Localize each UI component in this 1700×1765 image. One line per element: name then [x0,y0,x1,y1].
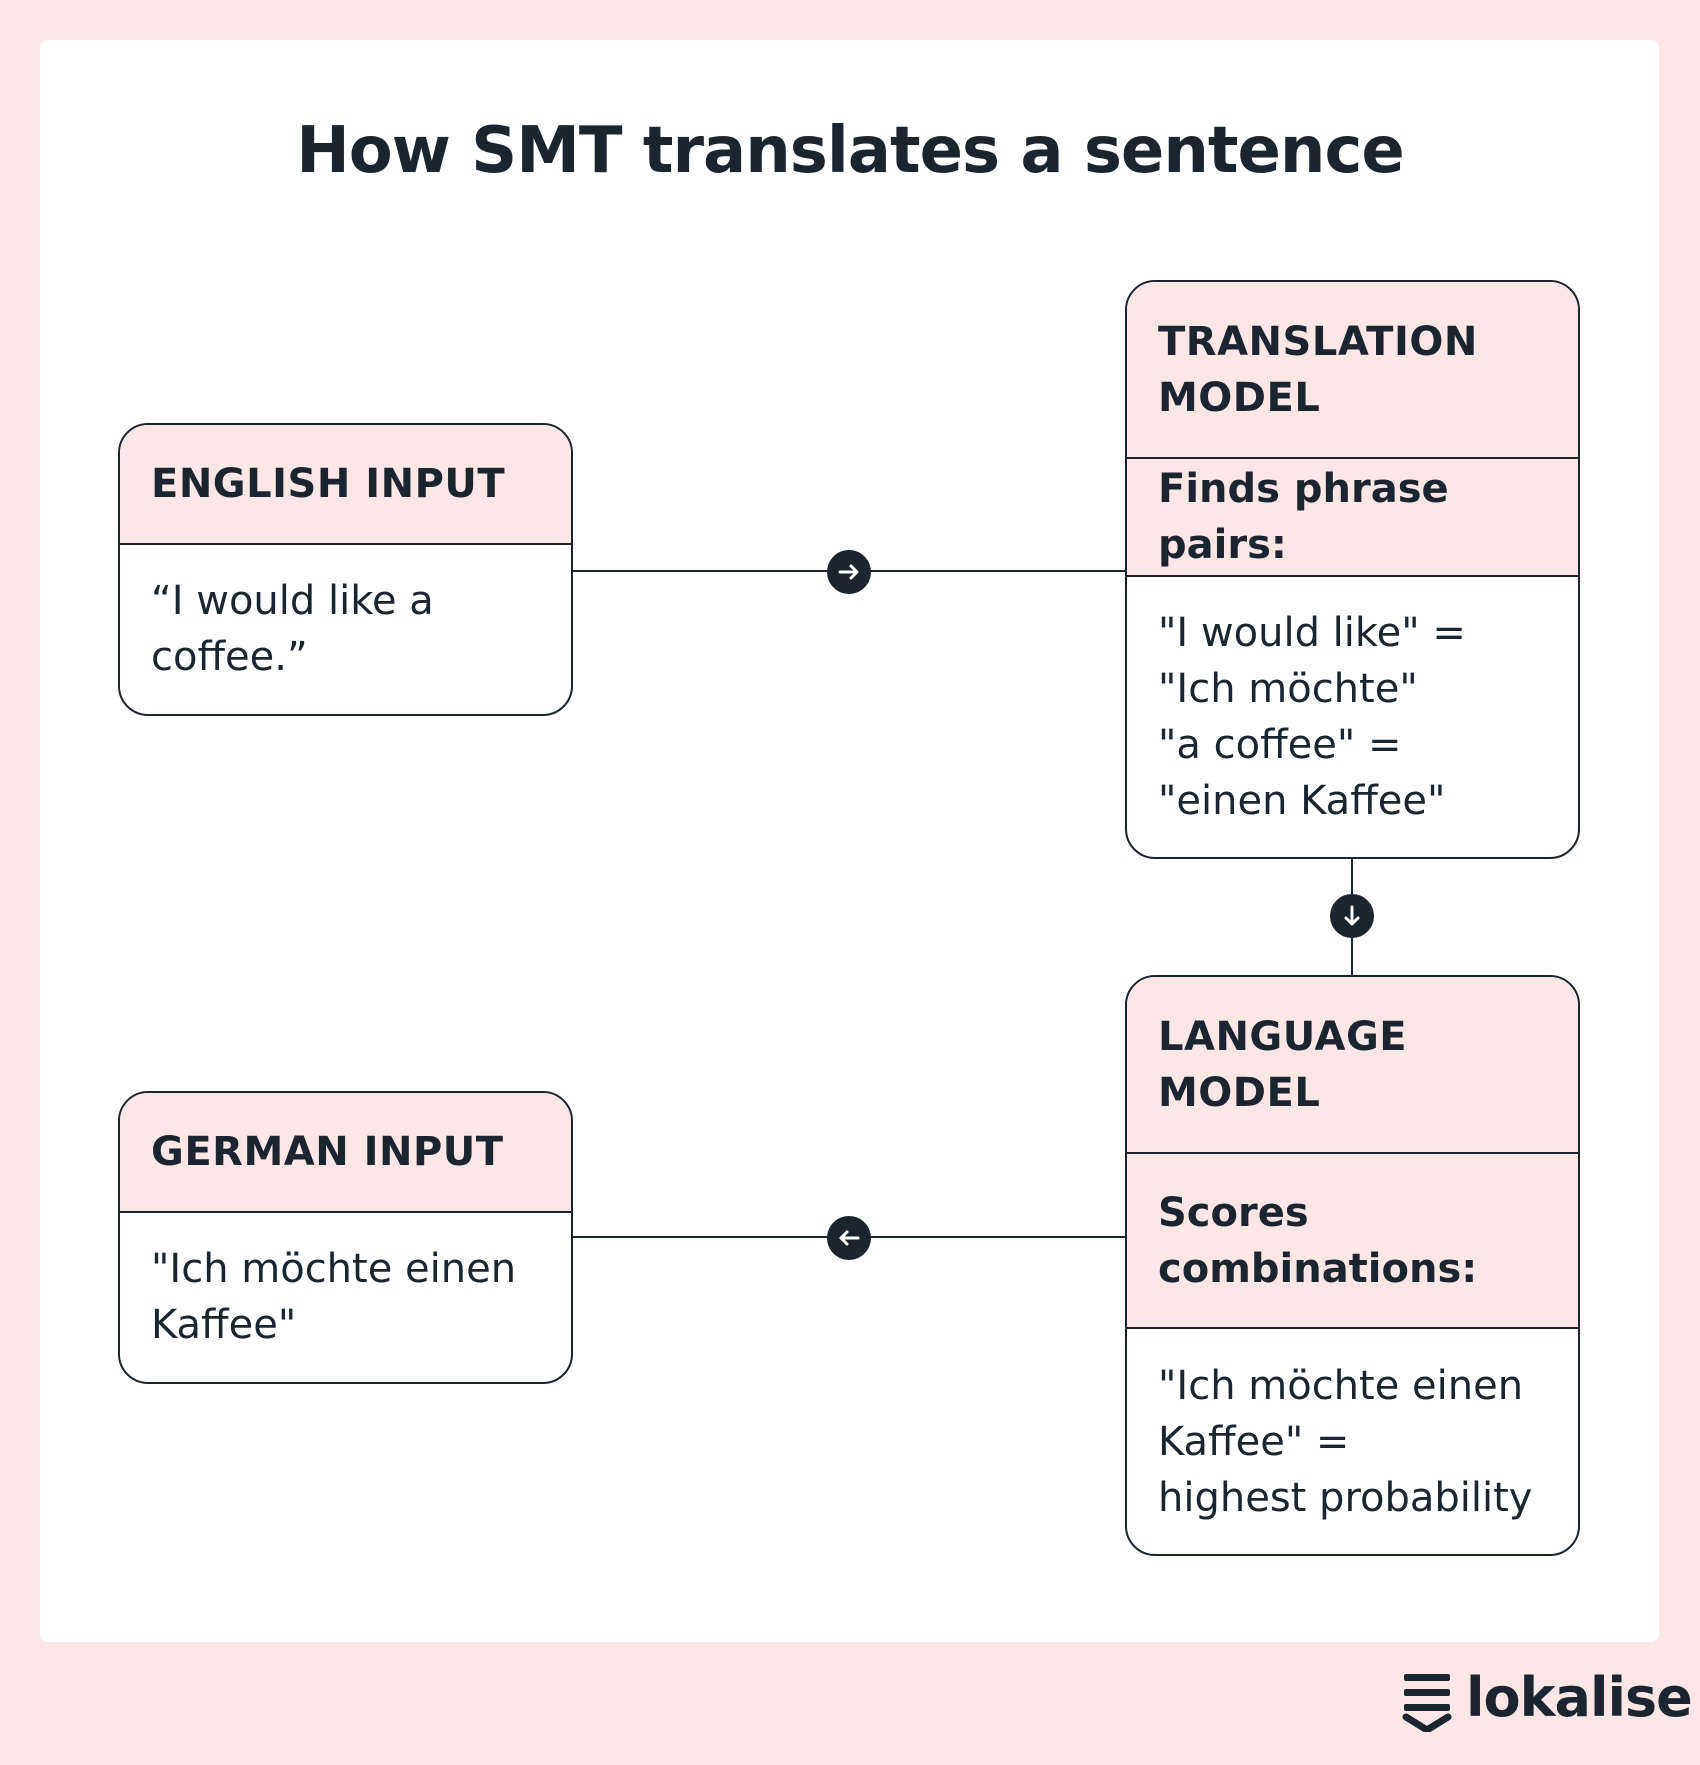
phrase-pair-line: "I would like" = [1158,610,1466,656]
translation-model-heading-line: TRANSLATION [1158,318,1478,365]
language-model-header: LANGUAGE MODEL [1127,977,1578,1152]
diagram-title: How SMT translates a sentence [296,114,1405,188]
phrase-pair-line: "a coffee" = [1158,722,1402,768]
translation-model-box: TRANSLATION MODEL Finds phrase pairs: "I… [1125,280,1580,859]
english-input-heading: ENGLISH INPUT [151,461,506,507]
german-input-header: GERMAN INPUT [120,1093,571,1211]
language-model-heading-line: LANGUAGE [1158,1013,1408,1060]
arrow-left-icon [827,1216,871,1260]
arrow-right-icon [827,550,871,594]
german-input-text-line: Kaffee" [151,1302,297,1348]
german-input-body: "Ich möchte einen Kaffee" [120,1211,571,1382]
lokalise-logo: lokalise [1402,1668,1693,1734]
language-model-heading-line: MODEL [1158,1069,1321,1116]
language-model-subheader: Scores combinations: [1127,1152,1578,1327]
language-model-subheading-line: combinations: [1158,1245,1478,1292]
translation-model-heading-line: MODEL [1158,374,1321,421]
language-model-box: LANGUAGE MODEL Scores combinations: "Ich… [1125,975,1580,1556]
english-input-header: ENGLISH INPUT [120,425,571,543]
translation-model-body: "I would like" = "Ich möchte" "a coffee"… [1127,575,1578,857]
probability-line: Kaffee" = [1158,1418,1350,1465]
english-input-body: “I would like a coffee.” [120,543,571,714]
language-model-body: "Ich möchte einen Kaffee" = highest prob… [1127,1327,1578,1554]
german-input-text-line: "Ich möchte einen [151,1246,517,1292]
probability-line: highest probability [1158,1474,1533,1521]
arrow-down-icon [1330,894,1374,938]
german-input-heading: GERMAN INPUT [151,1129,504,1175]
phrase-pair-line: "einen Kaffee" [1158,778,1446,824]
translation-model-subheading: Finds phrase pairs: [1158,466,1449,568]
language-model-subheading-line: Scores [1158,1189,1309,1236]
phrase-pair-line: "Ich möchte" [1158,666,1418,712]
lokalise-wordmark: lokalise [1466,1666,1693,1729]
probability-line: "Ich möchte einen [1158,1362,1524,1409]
translation-model-subheader: Finds phrase pairs: [1127,457,1578,575]
english-input-text-line: “I would like a [151,578,434,624]
english-input-text-line: coffee.” [151,634,308,680]
english-input-box: ENGLISH INPUT “I would like a coffee.” [118,423,573,716]
german-input-box: GERMAN INPUT "Ich möchte einen Kaffee" [118,1091,573,1384]
lokalise-logo-icon [1402,1674,1452,1732]
translation-model-header: TRANSLATION MODEL [1127,282,1578,457]
